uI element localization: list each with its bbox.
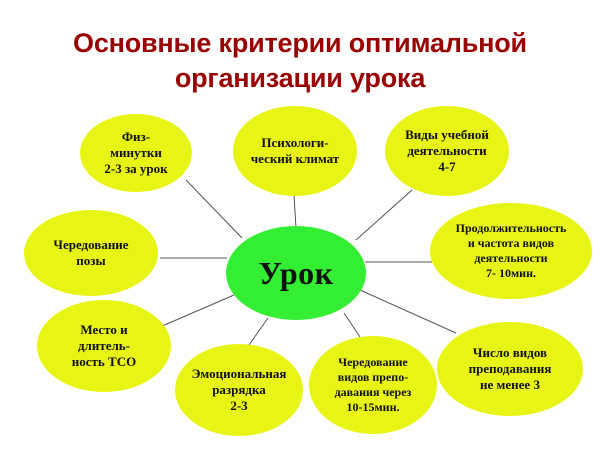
title-line-1: Основные критерии оптимальной	[73, 28, 527, 58]
node-label: Чередование видов препо- давания через 1…	[334, 355, 412, 414]
node-teaching-alternation: Чередование видов препо- давания через 1…	[309, 336, 437, 434]
center-node-lesson: Урок	[226, 226, 366, 320]
node-label: Эмоциональная разрядка 2-3	[191, 366, 287, 413]
node-label: Психологи- ческий климат	[250, 135, 340, 166]
diagram-title: Основные критерии оптимальной организаци…	[0, 26, 600, 96]
title-line-2: организации урока	[174, 63, 426, 93]
connector-tso	[159, 294, 235, 328]
connector-activity-types	[355, 189, 413, 241]
node-emotional-release: Эмоциональная разрядка 2-3	[175, 344, 303, 436]
node-label: Продолжительность и частота видов деятел…	[455, 221, 567, 280]
node-tso: Место и длитель- ность ТСО	[37, 300, 171, 392]
connector-fizminutki	[185, 179, 243, 239]
connector-teaching-alternation	[343, 312, 361, 338]
node-teaching-types-count: Число видов преподавания не менее 3	[437, 322, 583, 416]
node-label: Виды учебной деятельности 4-7	[405, 127, 489, 174]
node-activity-types: Виды учебной деятельности 4-7	[385, 106, 509, 196]
connector-teaching-types-count	[359, 289, 457, 334]
node-psych-climate: Психологи- ческий климат	[233, 106, 357, 196]
node-label: Место и длитель- ность ТСО	[71, 322, 137, 369]
node-label: Число видов преподавания не менее 3	[468, 345, 552, 392]
node-activity-duration: Продолжительность и частота видов деятел…	[430, 203, 592, 299]
node-label: Чередование позы	[53, 237, 129, 268]
connector-psych-climate	[293, 194, 297, 229]
node-label: Физ- минутки 2-3 за урок	[104, 129, 168, 176]
node-fizminutki: Физ- минутки 2-3 за урок	[80, 114, 192, 192]
center-label: Урок	[258, 255, 334, 291]
connector-emotional-release	[248, 317, 269, 346]
node-posture-change: Чередование позы	[24, 210, 158, 296]
